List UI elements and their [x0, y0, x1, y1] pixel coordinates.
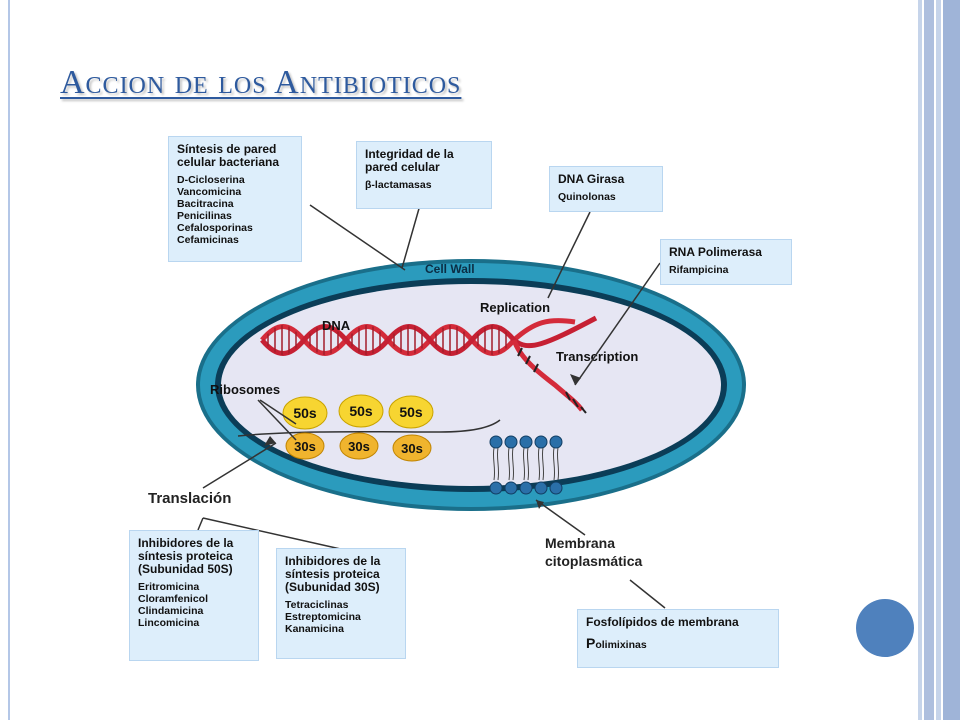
heading-line: (Subunidad 30S)	[285, 580, 380, 594]
drug-rest: olimixinas	[595, 639, 647, 651]
box-rna-polymerase: RNA Polimerasa Rifampicina	[660, 239, 792, 285]
box-wall-integrity-heading: Integridad de la pared celular	[365, 148, 483, 174]
ribosome-2	[338, 394, 384, 460]
drug-item: Bacitracina	[177, 198, 234, 210]
box-protein-30s: Inhibidores de la síntesis proteica (Sub…	[276, 548, 406, 659]
ribosome-50s-1	[282, 396, 328, 430]
box-protein-50s: Inhibidores de la síntesis proteica (Sub…	[129, 530, 259, 661]
lipid-head	[534, 435, 548, 449]
box-dna-gyrase-heading: DNA Girasa	[558, 172, 625, 186]
drug-item: Rifampicina	[669, 264, 729, 276]
lipid-tails	[537, 447, 545, 481]
box-wall-synthesis-heading: Síntesis de pared celular bacteriana	[177, 143, 293, 169]
box-phospholipids: Fosfolípidos de membrana Polimixinas	[577, 609, 779, 668]
box-phospholipids-heading: Fosfolípidos de membrana	[586, 615, 739, 629]
ribosome-50s-label-2: 50s	[349, 403, 373, 419]
drug-item: Penicilinas	[177, 210, 232, 222]
lipid-head	[504, 435, 518, 449]
ribosome-3	[388, 395, 434, 462]
box-wall-synthesis: Síntesis de pared celular bacteriana D-C…	[168, 136, 302, 262]
box-wall-integrity: Integridad de la pared celular β-lactama…	[356, 141, 492, 209]
drug-item: Eritromicina	[138, 581, 200, 593]
arrowheads	[264, 374, 581, 509]
lipid-tails	[552, 447, 560, 481]
drug-item: Cloramfenicol	[138, 593, 209, 605]
ribosome-30s-label-1: 30s	[294, 439, 316, 454]
box-dna-gyrase: DNA Girasa Quinolonas	[549, 166, 663, 212]
drug-list: Eritromicina Cloramfenicol Clindamicina …	[138, 581, 250, 629]
drug-list: Rifampicina	[669, 264, 783, 276]
ribosome-50s-3	[388, 395, 434, 429]
replication-label: Replication	[480, 300, 550, 315]
drug-item: Lincomicina	[138, 617, 200, 629]
translation-label: Translación	[148, 490, 231, 507]
drug-initial: P	[586, 635, 596, 651]
heading-line: celular bacteriana	[177, 155, 280, 169]
lipid-tails	[522, 447, 530, 481]
lipid-head	[519, 435, 533, 449]
drug-item: Quinolonas	[558, 191, 616, 203]
box-protein-30s-heading: Inhibidores de la síntesis proteica (Sub…	[285, 555, 397, 594]
phospholipid-bilayer	[489, 435, 563, 495]
ribosome-1	[282, 396, 328, 460]
ribosome-50s-2	[338, 394, 384, 428]
drug-item: Estreptomicina	[285, 611, 361, 623]
drug-item: Clindamicina	[138, 605, 204, 617]
drug-list: Tetraciclinas Estreptomicina Kanamicina	[285, 599, 397, 635]
lipid-head	[504, 481, 518, 495]
lipid-head	[489, 481, 503, 495]
lipid-head	[519, 481, 533, 495]
drug-list: Polimixinas	[586, 635, 770, 651]
dna-label: DNA	[322, 318, 351, 333]
heading-line: Inhibidores de la	[138, 536, 234, 550]
right-decorative-bars	[918, 0, 960, 720]
drug-item: Polimixinas	[586, 635, 770, 651]
lipid-head	[534, 481, 548, 495]
box-rna-polymerase-heading: RNA Polimerasa	[669, 245, 762, 259]
lipid-tails	[507, 447, 515, 481]
heading-line: (Subunidad 50S)	[138, 562, 233, 576]
slide-title: Accion de los Antibioticos	[60, 64, 462, 101]
mrna-strand	[237, 419, 501, 437]
membrane-label-line1: Membrana	[545, 535, 615, 551]
drug-item: Cefalosporinas	[177, 222, 253, 234]
ribosome-30s-2	[339, 432, 379, 460]
heading-line: Inhibidores de la	[285, 554, 381, 568]
drug-item: Kanamicina	[285, 623, 344, 635]
ribosome-30s-3	[392, 434, 432, 462]
ribosome-30s-label-2: 30s	[348, 439, 370, 454]
ribosome-30s-label-3: 30s	[401, 441, 423, 456]
drug-item: Vancomicina	[177, 186, 242, 198]
heading-line: Integridad de la	[365, 147, 454, 161]
drug-list: D-Cicloserina Vancomicina Bacitracina Pe…	[177, 174, 293, 246]
lipid-tails	[492, 447, 500, 481]
cytoplasm	[221, 284, 721, 486]
cell-wall-label: Cell Wall	[425, 262, 475, 276]
ribosomes-label: Ribosomes	[210, 382, 280, 397]
drug-item: β-lactamasas	[365, 179, 432, 191]
heading-line: síntesis proteica	[285, 567, 380, 581]
heading-line: Síntesis de pared	[177, 142, 277, 156]
left-margin-rule	[8, 0, 10, 720]
heading-line: pared celular	[365, 160, 440, 174]
drug-list: β-lactamasas	[365, 179, 483, 191]
box-protein-50s-heading: Inhibidores de la síntesis proteica (Sub…	[138, 537, 250, 576]
lipid-head	[489, 435, 503, 449]
membrane-label-line2: citoplasmática	[545, 553, 642, 569]
ribosome-50s-label-1: 50s	[293, 405, 317, 421]
drug-list: Quinolonas	[558, 191, 654, 203]
ribosome-50s-label-3: 50s	[399, 404, 423, 420]
leader-lines	[197, 204, 666, 609]
heading-line: síntesis proteica	[138, 549, 233, 563]
lipid-head	[549, 435, 563, 449]
drug-item: Tetraciclinas	[285, 599, 349, 611]
decorative-circle	[856, 599, 914, 657]
drug-item: D-Cicloserina	[177, 174, 245, 186]
drug-item: Cefamicinas	[177, 234, 239, 246]
transcription-label: Transcription	[556, 349, 638, 364]
fork-ticks	[517, 347, 587, 414]
lipid-head	[549, 481, 563, 495]
